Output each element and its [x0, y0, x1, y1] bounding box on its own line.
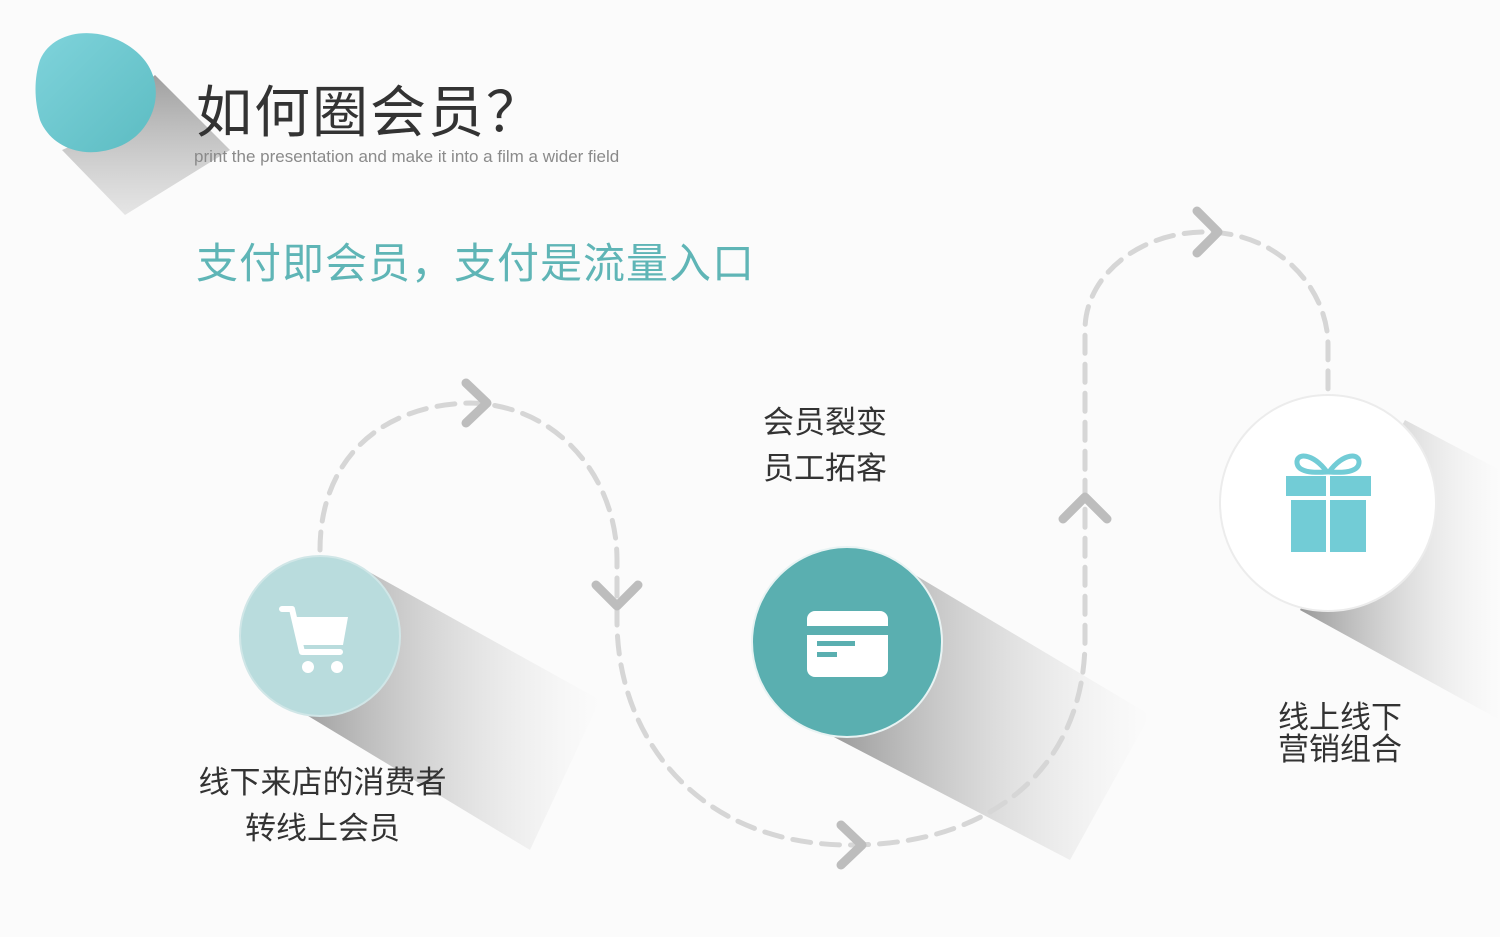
page-title: 如何圈会员？ [196, 81, 544, 146]
step-2-node [751, 546, 943, 738]
tagline: 支付即会员，支付是流量入口 [196, 239, 756, 288]
dashed-path [317, 229, 1331, 848]
chevron-down-icon [591, 580, 643, 611]
gift-icon [1286, 453, 1371, 552]
step-1-label: 线下来店的消费者 转线上会员 [175, 760, 470, 852]
step-1-node [239, 555, 401, 717]
chevron-right-icon [1192, 206, 1223, 258]
step-2-label: 会员裂变 员工拓客 [740, 400, 910, 492]
chevron-up-icon [1058, 492, 1112, 524]
page-subtitle: print the presentation and make it into … [194, 147, 620, 166]
shopping-cart-icon [279, 606, 348, 673]
step-1-line-1: 线下来店的消费者 [198, 765, 447, 801]
step-1-line-2: 转线上会员 [245, 811, 400, 847]
chevron-right-icon [836, 820, 867, 870]
logo-shadow [62, 75, 230, 215]
step-3-label: 线上线下 营销组合 [1250, 702, 1430, 766]
logo-badge [35, 33, 230, 215]
logo-drop [35, 33, 156, 153]
step-2-line-2: 员工拓客 [763, 451, 887, 487]
step-3-node [1219, 394, 1437, 612]
step-3-line-1: 线上线下 [1278, 700, 1402, 736]
card-icon [807, 611, 888, 677]
step-3-line-2: 营销组合 [1278, 732, 1402, 768]
step-2-line-1: 会员裂变 [763, 405, 887, 441]
chevron-right-icon [461, 378, 492, 428]
